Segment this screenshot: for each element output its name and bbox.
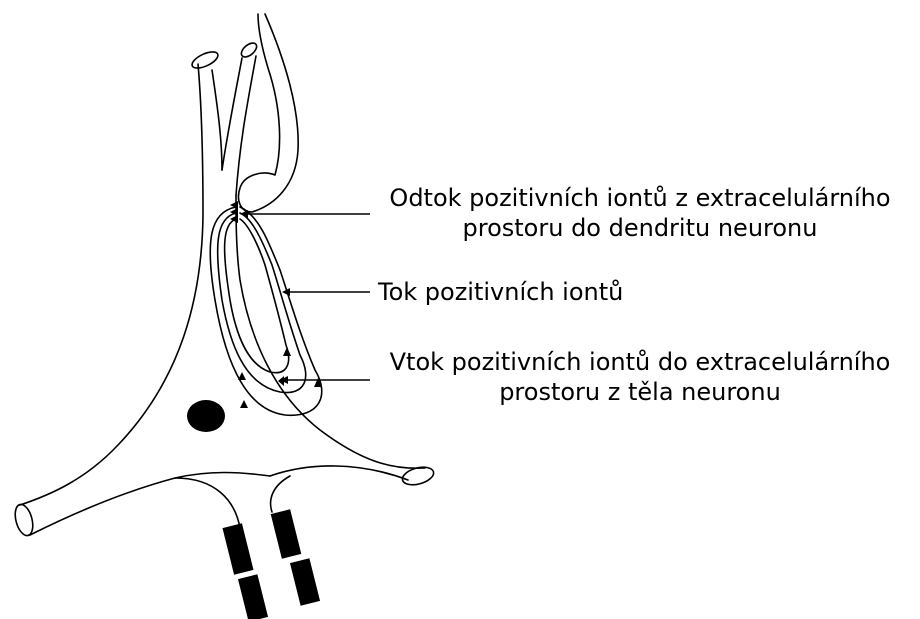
dendrite-opening-lower-left: [12, 502, 36, 537]
axon-lead-right: [271, 476, 290, 512]
pointer-arrow-outflow: [240, 210, 248, 218]
label-flow: Tok pozitivních iontů: [378, 277, 623, 307]
axon-lead-left: [175, 478, 240, 528]
neuron-body-outline-right-lower: [270, 466, 408, 480]
nucleus: [187, 400, 225, 432]
electrode-left-upper: [222, 523, 253, 574]
neuron-body-outline: [20, 64, 203, 505]
dendrite-branch-left: [212, 70, 222, 170]
label-inflow: Vtok pozitivních iontů do extracelulární…: [360, 347, 920, 407]
label-outflow-line2: prostoru do dendritu neuronu: [360, 213, 920, 243]
current-loop-inner: [225, 219, 289, 373]
label-flow-line1: Tok pozitivních iontů: [378, 277, 623, 307]
label-inflow-line2: prostoru z těla neuronu: [360, 377, 920, 407]
electrode-right-lower: [290, 558, 320, 606]
electrode-left-lower: [238, 574, 268, 619]
axon-terminal-outer: [239, 14, 299, 212]
arrowhead-7: [240, 400, 248, 408]
label-outflow-line1: Odtok pozitivních iontů z extracelulární…: [360, 183, 920, 213]
electrode-right-upper: [271, 509, 302, 558]
dendrite-opening-left: [190, 49, 220, 72]
dendrite-branch-right: [222, 58, 242, 170]
arrowhead-6: [238, 372, 246, 380]
label-inflow-line1: Vtok pozitivních iontů do extracelulární…: [360, 347, 920, 377]
label-outflow: Odtok pozitivních iontů z extracelulární…: [360, 183, 920, 243]
arrowhead-4: [283, 347, 291, 356]
current-loop-outer: [210, 207, 322, 415]
